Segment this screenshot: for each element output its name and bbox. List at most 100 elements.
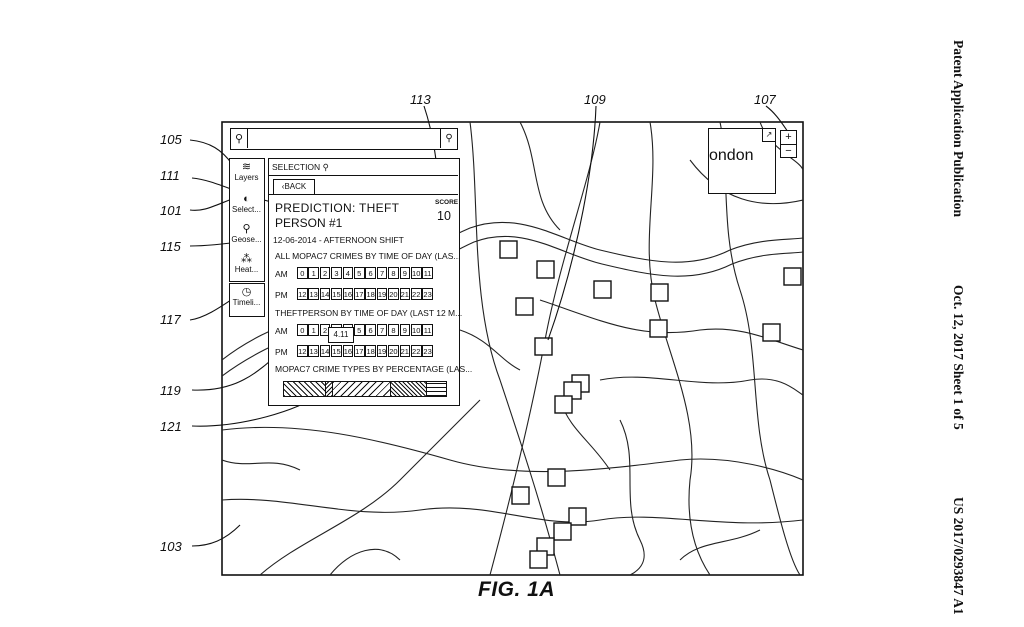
score-label: SCORE [435, 199, 459, 206]
hour-cell[interactable]: 19 [376, 288, 388, 300]
crime-type-percentage-bar[interactable] [283, 381, 447, 397]
heatmap-label: Heat... [234, 265, 259, 274]
hour-cell[interactable]: 14 [319, 345, 331, 357]
search-bar[interactable]: ⚲ ⚲ [230, 128, 458, 150]
hour-cell[interactable]: 16 [342, 288, 354, 300]
tool-sidebar: ≋ Layers ◐ Select... ⚲ Geose... ⁂ Heat..… [229, 158, 265, 282]
hour-cell[interactable]: 22 [410, 288, 422, 300]
hour-cell[interactable]: 21 [399, 288, 411, 300]
pin-icon: ⚲ [322, 162, 329, 172]
pin-icon: ⚲ [231, 129, 248, 148]
hour-cell[interactable]: 0 [297, 267, 308, 279]
hour-cell[interactable]: 6 [365, 267, 376, 279]
zoom-in-button[interactable]: + [785, 131, 792, 143]
hour-cell[interactable]: 23 [422, 345, 433, 357]
heatmap-button[interactable]: ⁂ Heat... [230, 251, 263, 281]
hour-cell[interactable]: 5 [353, 267, 365, 279]
ref-109: 109 [584, 92, 606, 107]
hour-cell[interactable]: 7 [376, 267, 388, 279]
hour-cell[interactable]: 9 [399, 267, 411, 279]
publication-label: Patent Application Publication [951, 40, 966, 218]
ref-113: 113 [410, 92, 431, 107]
hour-cell[interactable]: 13 [308, 345, 319, 357]
back-row [269, 178, 458, 195]
search-input[interactable] [249, 130, 439, 148]
pct-segment[interactable] [390, 382, 427, 396]
clock-icon: ◷ [241, 286, 252, 298]
hour-cell[interactable]: 20 [388, 288, 399, 300]
ref-111: 111 [160, 168, 180, 183]
hour-cell[interactable]: 15 [331, 345, 342, 357]
hour-cell[interactable]: 17 [353, 288, 365, 300]
pct-segment[interactable] [332, 382, 391, 396]
ref-115: 115 [160, 239, 181, 254]
hour-cell[interactable]: 12 [297, 288, 308, 300]
hour-cell[interactable]: 2 [319, 267, 331, 279]
am-label: AM [275, 326, 288, 336]
hour-cell[interactable]: 13 [308, 288, 319, 300]
hour-cell[interactable]: 18 [365, 345, 376, 357]
selection-title: SELECTION [272, 162, 321, 172]
select-label: Select... [232, 205, 261, 214]
hour-cell[interactable]: 17 [353, 345, 365, 357]
hour-cell[interactable]: 11 [422, 324, 433, 336]
timeline-button[interactable]: ◷ Timeli... [230, 284, 263, 314]
search-icon[interactable]: ⚲ [440, 129, 457, 148]
hour-cell[interactable]: 8 [388, 267, 399, 279]
hour-cell[interactable]: 4 [342, 267, 354, 279]
hour-cell[interactable]: 10 [410, 267, 422, 279]
ref-105: 105 [160, 132, 182, 147]
pct-segment[interactable] [326, 382, 333, 396]
ref-117: 117 [160, 312, 181, 327]
pct-segment[interactable] [426, 382, 446, 396]
pm-label: PM [275, 347, 288, 357]
am-label: AM [275, 269, 288, 279]
hour-cell[interactable]: 12 [297, 345, 308, 357]
hour-cell[interactable]: 5 [353, 324, 365, 336]
ref-121: 121 [160, 419, 182, 434]
zoom-out-button[interactable]: − [781, 144, 796, 158]
pct-segment[interactable] [284, 382, 327, 396]
hour-cell[interactable]: 22 [410, 345, 422, 357]
back-button[interactable]: ‹BACK [273, 179, 315, 195]
chart1-title: ALL MOPAC7 CRIMES BY TIME OF DAY (LAS... [275, 251, 461, 261]
hour-cell[interactable]: 21 [399, 345, 411, 357]
magnifier-icon: ⚲ [242, 223, 251, 235]
layers-label: Layers [234, 173, 259, 182]
ref-107: 107 [754, 92, 776, 107]
hour-cell[interactable]: 19 [376, 345, 388, 357]
select-button[interactable]: ◐ Select... [230, 191, 263, 221]
hour-cell[interactable]: 9 [399, 324, 411, 336]
select-icon: ◐ [243, 193, 250, 205]
back-label: BACK [284, 182, 307, 191]
hour-cell[interactable]: 7 [376, 324, 388, 336]
hour-cell[interactable]: 6 [365, 324, 376, 336]
geosearch-label: Geose... [231, 235, 262, 244]
hour-cell[interactable]: 1 [308, 267, 319, 279]
hour-cell[interactable]: 0 [297, 324, 308, 336]
hour-cell[interactable]: 11 [422, 267, 433, 279]
layers-button[interactable]: ≋ Layers [230, 159, 263, 189]
hour-tooltip: 4.11 [328, 327, 354, 343]
hour-cell[interactable]: 14 [319, 288, 331, 300]
timeline-label: Timeli... [232, 298, 261, 307]
hour-cell[interactable]: 15 [331, 288, 342, 300]
minimap[interactable]: ondon ↗ [708, 128, 776, 194]
zoom-control: + − [780, 130, 797, 158]
pm-label: PM [275, 290, 288, 300]
hour-cell[interactable]: 16 [342, 345, 354, 357]
hour-cell[interactable]: 8 [388, 324, 399, 336]
hour-cell[interactable]: 3 [331, 267, 342, 279]
geosearch-button[interactable]: ⚲ Geose... [230, 221, 263, 251]
hour-cell[interactable]: 10 [410, 324, 422, 336]
hour-cell[interactable]: 1 [308, 324, 319, 336]
hour-cell[interactable]: 23 [422, 288, 433, 300]
chart2-title: THEFTPERSON BY TIME OF DAY (LAST 12 M... [275, 308, 463, 318]
hour-cell[interactable]: 20 [388, 345, 399, 357]
hour-cell[interactable]: 18 [365, 288, 376, 300]
expand-arrow-icon[interactable]: ↗ [762, 129, 775, 142]
